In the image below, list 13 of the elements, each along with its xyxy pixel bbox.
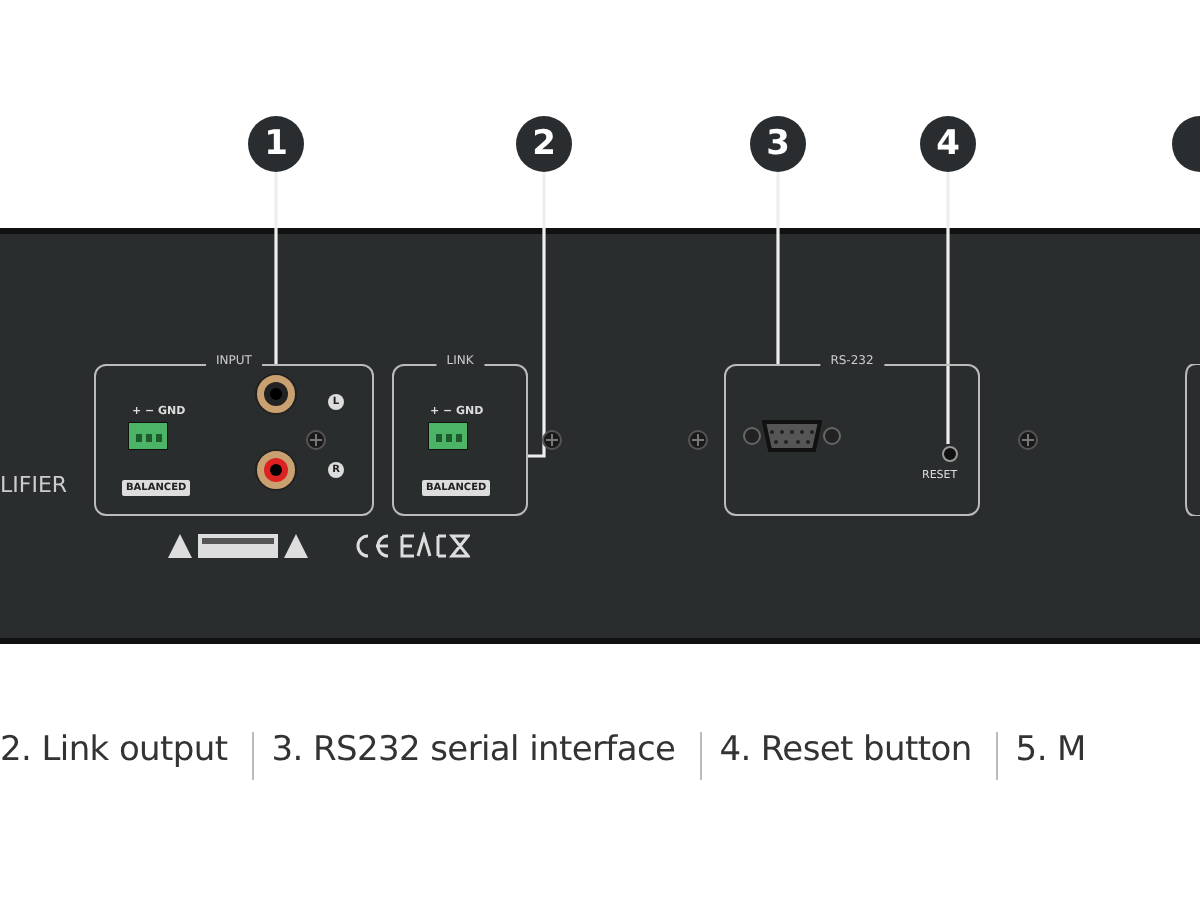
callout-number: 4 <box>920 116 976 172</box>
model-text: LIFIER <box>0 472 68 498</box>
caption-item: 2. Link output <box>0 730 228 770</box>
caption-item: 4. Reset button <box>719 730 972 770</box>
leader-line <box>274 172 278 364</box>
leader-line <box>946 172 950 444</box>
callout-number: 3 <box>750 116 806 172</box>
caption-item: 5. M <box>1015 730 1086 770</box>
leader-line <box>528 172 546 458</box>
callout-number: 1 <box>248 116 304 172</box>
callout-number: 2 <box>516 116 572 172</box>
caption-item: 3. RS232 serial interface <box>271 730 676 770</box>
leader-line <box>776 172 780 364</box>
